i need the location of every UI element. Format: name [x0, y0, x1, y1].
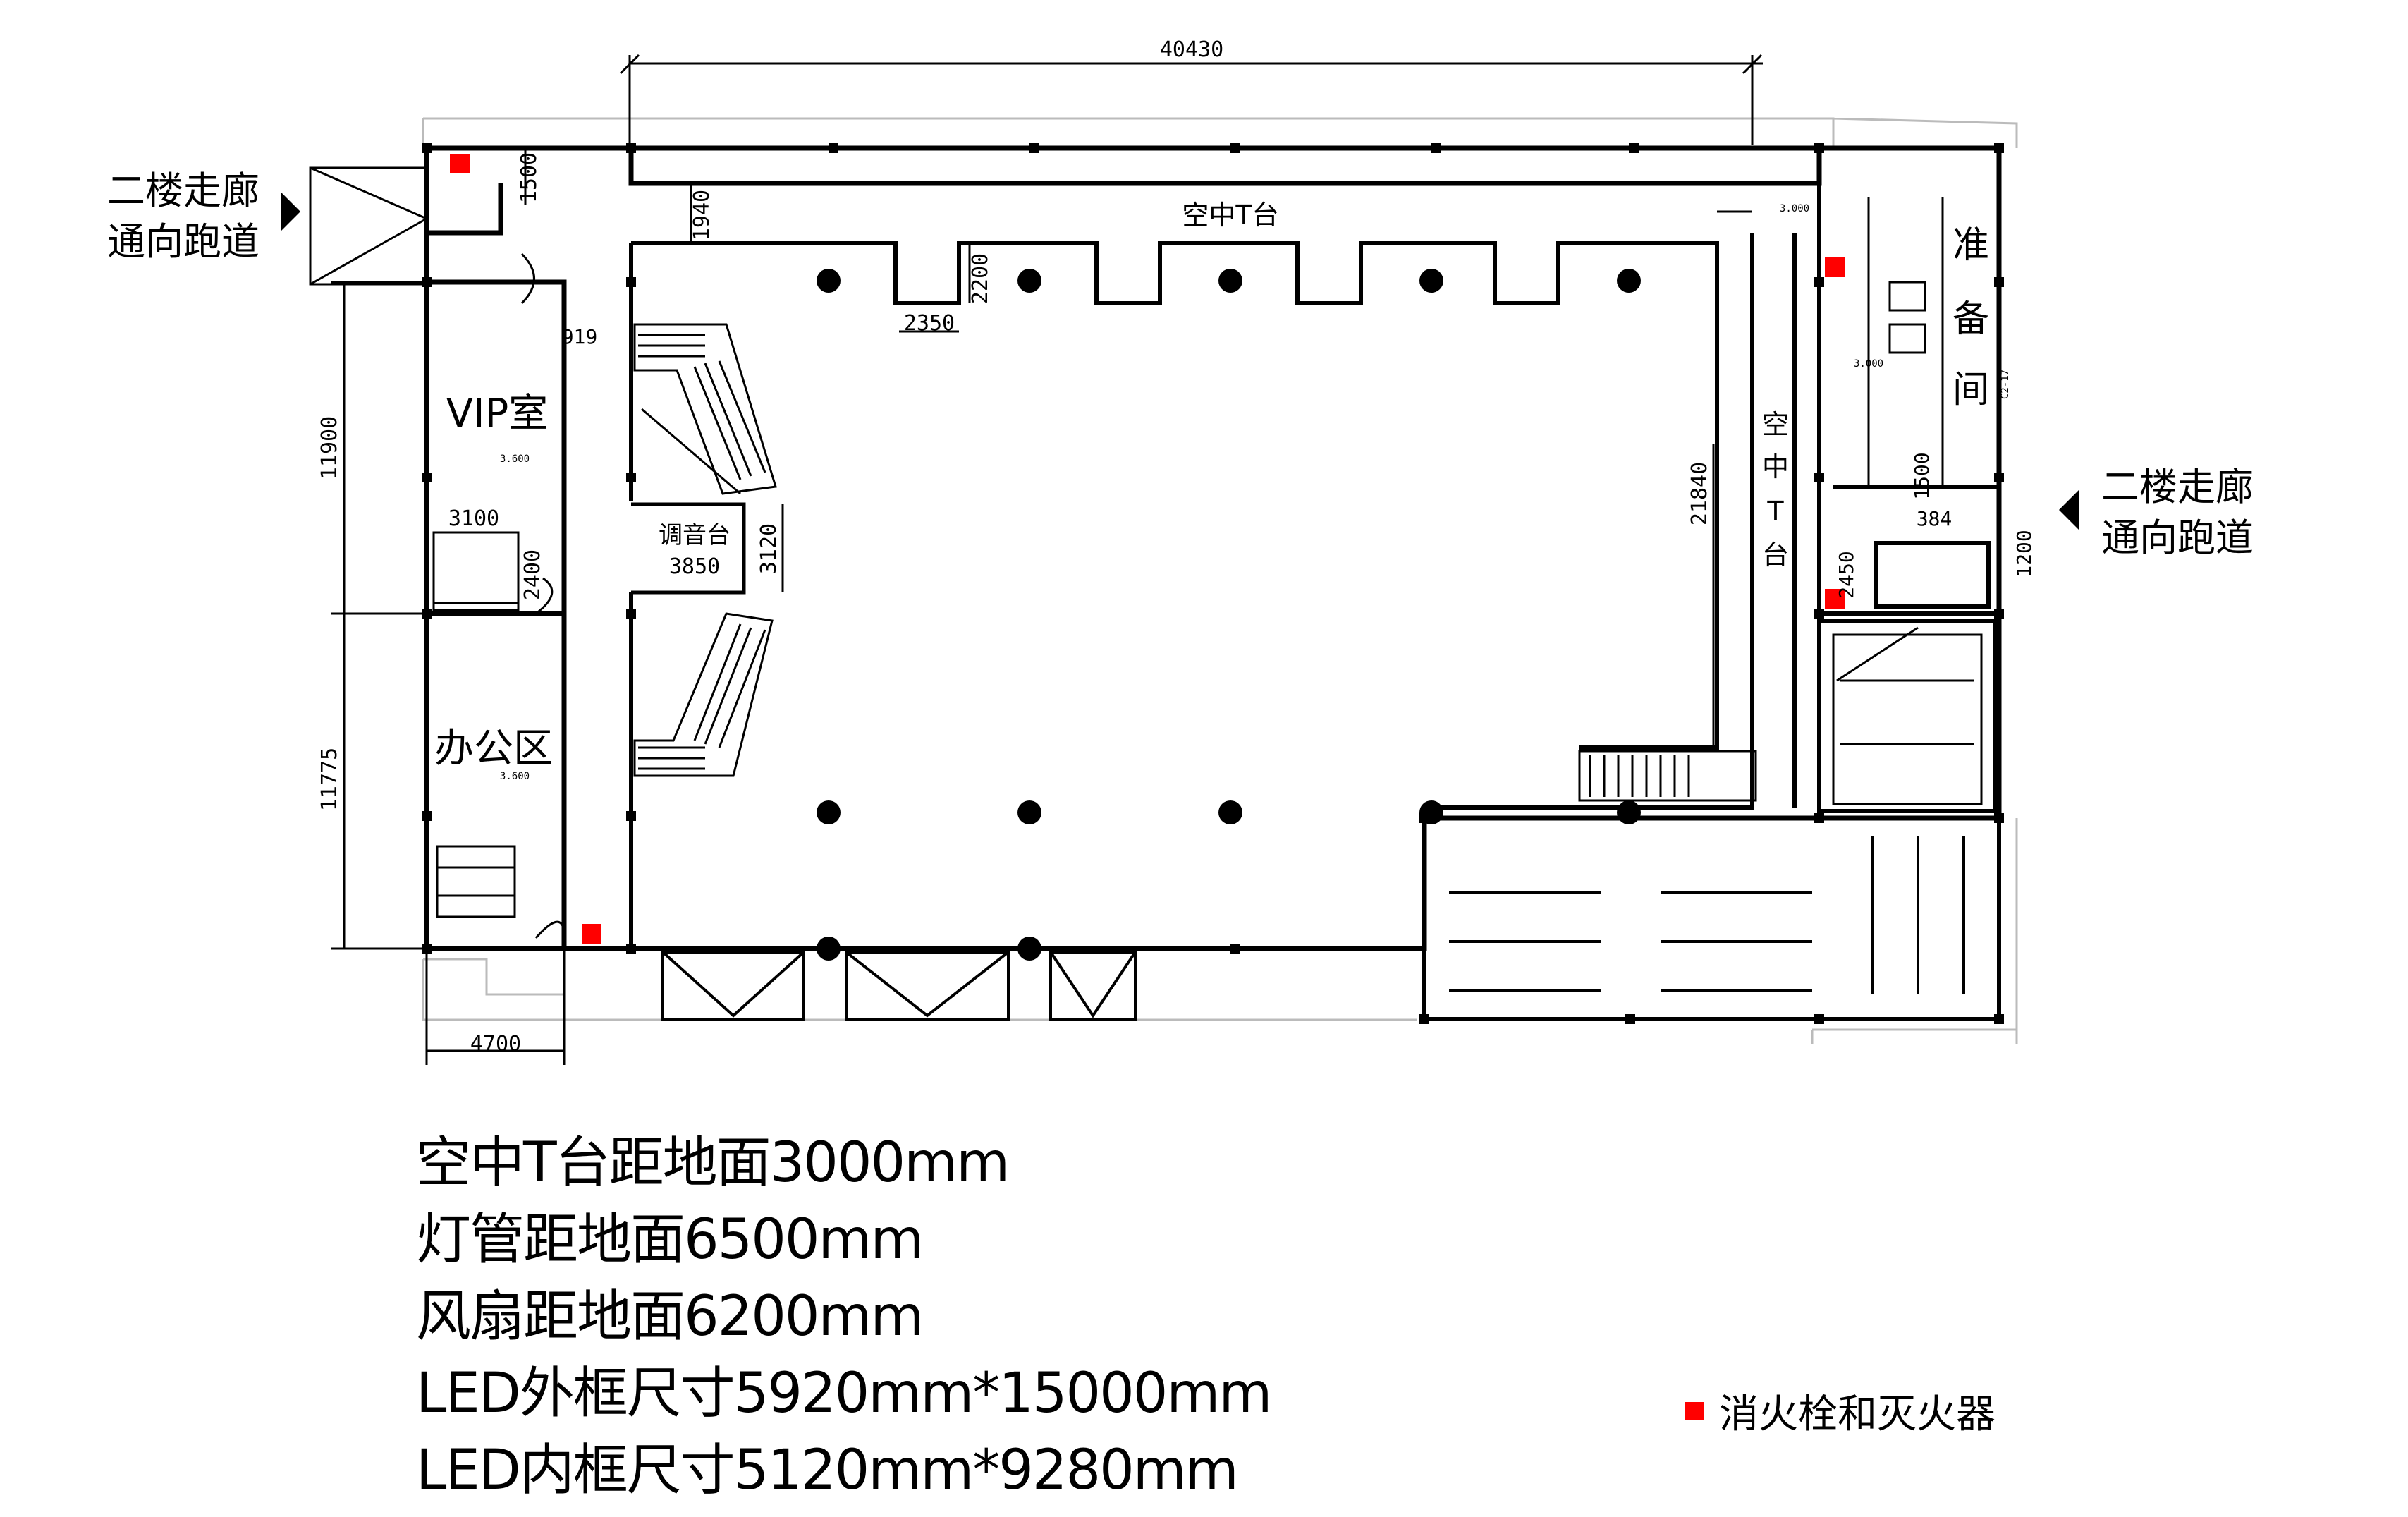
lower-annex	[1422, 818, 2001, 1021]
hydrant-marker	[582, 924, 601, 944]
svg-text:备: 备	[1952, 298, 1989, 341]
columns-square	[422, 143, 2004, 1024]
dim-notch-width: 2350	[904, 311, 955, 336]
height-notes: 空中T台距地面3000mm 灯管距地面6500mm 风扇距地面6200mm LE…	[416, 1125, 1272, 1509]
hydrant-markers	[450, 154, 1845, 944]
dim-right-1500: 1500	[1910, 452, 1933, 499]
dim-stair-gap: 919	[562, 325, 598, 348]
level-runway: 3.000	[1780, 203, 1809, 214]
dim-toilet-depth: 2400	[520, 549, 545, 600]
legend-label: 消火栓和灭火器	[1719, 1391, 1996, 1437]
left-room-details	[432, 252, 566, 939]
dimension-ticks	[524, 148, 1752, 748]
columns-round	[817, 269, 1641, 961]
left-corridor-arrow	[281, 192, 300, 231]
dim-right-1200: 1200	[2012, 530, 2036, 577]
dim-left-width: 4700	[470, 1032, 521, 1056]
dimension-top	[619, 54, 1763, 145]
label-office-area: 办公区	[434, 726, 553, 772]
t-stage-outline	[629, 233, 1797, 949]
right-corridor-arrow	[2059, 490, 2079, 530]
faint-outline	[422, 117, 2018, 1044]
level-vip: 3.600	[500, 453, 530, 465]
dim-right-384: 384	[1917, 507, 1952, 530]
dimension-left	[331, 281, 566, 1065]
note-light-height: 灯管距地面6500mm	[416, 1208, 924, 1272]
dim-t-offset: 1940	[690, 190, 714, 240]
dim-t-length: 21840	[1687, 462, 1712, 525]
label-runway-top: 空中T台	[1182, 200, 1278, 231]
svg-text:T: T	[1766, 496, 1784, 527]
label-prep-room: 准 备 间	[1952, 224, 1989, 411]
hydrant-marker	[450, 154, 470, 173]
prep-room-details	[1832, 197, 1983, 805]
svg-text:台: 台	[1762, 540, 1789, 571]
dim-total-width: 40430	[1160, 37, 1223, 62]
legend: 消火栓和灭火器	[1685, 1382, 1996, 1439]
dim-console-depth: 3120	[757, 523, 781, 574]
stairs-left-lower	[633, 612, 774, 777]
note-led-outer: LED外框尺寸5920mm*15000mm	[416, 1362, 1272, 1425]
bottom-windows	[661, 951, 1137, 1021]
label-vip-room: VIP室	[446, 391, 549, 437]
level-prep: 3.000	[1854, 358, 1883, 370]
stairs-left-upper	[633, 323, 777, 495]
svg-text:空: 空	[1762, 409, 1789, 440]
note-fan-height: 风扇距地面6200mm	[416, 1285, 924, 1348]
stairs-right	[1578, 750, 1757, 802]
dim-right-2450: 2450	[1835, 551, 1858, 598]
annex-fans	[1449, 836, 1965, 994]
svg-text:准: 准	[1952, 224, 1989, 267]
hydrant-marker	[1825, 589, 1845, 609]
left-entry	[309, 166, 428, 286]
dim-upper-room: 11900	[317, 416, 342, 480]
dim-notch-depth: 2200	[968, 253, 993, 304]
dim-console-width: 3850	[669, 554, 720, 579]
legend-hydrant-swatch	[1685, 1401, 1704, 1420]
dim-toilet-width: 3100	[448, 506, 499, 531]
dim-lower-room: 11775	[317, 748, 342, 811]
left-corridor-label: 二楼走廊 通向跑道	[107, 169, 259, 264]
note-led-inner: LED内框尺寸5120mm*9280mm	[416, 1439, 1239, 1502]
console-box	[631, 502, 746, 595]
label-runway-right: 空 中 T 台	[1762, 409, 1789, 571]
right-corridor-label: 二楼走廊 通向跑道	[2101, 465, 2254, 560]
level-office: 3.600	[500, 771, 530, 782]
hydrant-marker	[1825, 257, 1845, 277]
svg-text:间: 间	[1952, 369, 1989, 411]
label-console: 调音台	[659, 521, 731, 549]
svg-text:中: 中	[1762, 451, 1789, 482]
dim-corridor-depth: 1500	[517, 152, 542, 203]
note-runway-height: 空中T台距地面3000mm	[416, 1131, 1010, 1195]
corridor-arrows	[281, 192, 2079, 530]
grid-tag: C2-17	[2000, 370, 2011, 399]
